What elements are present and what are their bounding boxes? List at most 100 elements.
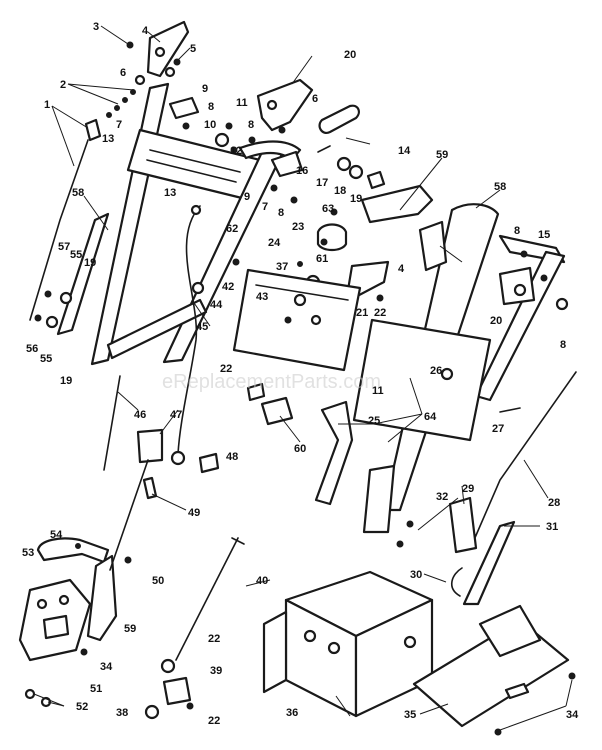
callout-9: 9	[202, 83, 208, 95]
callout-14: 14	[398, 145, 411, 157]
control-plate	[232, 268, 362, 372]
callout-1: 1	[44, 99, 50, 111]
callout-26: 26	[430, 365, 442, 377]
callout-27: 27	[492, 423, 504, 435]
bracket-59	[360, 184, 434, 224]
callout-11: 11	[236, 97, 248, 109]
callout-40: 40	[256, 575, 268, 587]
nut-22	[376, 294, 384, 302]
screw-56	[34, 314, 42, 322]
cable-28	[473, 371, 577, 541]
callout-20: 20	[344, 49, 356, 61]
callout-10: 10	[204, 119, 216, 131]
screw-15	[540, 274, 548, 282]
bracket-4b	[418, 220, 448, 272]
callout-16: 16	[296, 165, 308, 177]
screw-50	[124, 556, 132, 564]
screw-6c	[278, 126, 286, 134]
callout-36: 36	[286, 707, 298, 719]
left-handle-side-bar	[56, 212, 110, 336]
pulley-23	[316, 223, 348, 252]
screw-32b	[396, 540, 404, 548]
nut-44	[191, 281, 205, 295]
lever-bracket-20	[256, 78, 314, 132]
callout-51: 51	[90, 683, 102, 695]
callout-57: 57	[58, 241, 70, 253]
lower-left-assembly	[18, 459, 158, 708]
callout-59: 59	[124, 623, 136, 635]
callout-64: 64	[424, 411, 437, 423]
callout-58: 58	[72, 187, 84, 199]
callout-22: 22	[208, 633, 220, 645]
screw-63	[330, 208, 338, 216]
housing-flange	[262, 610, 288, 694]
callout-62: 62	[226, 223, 238, 235]
nut-22d	[186, 702, 194, 710]
connector-13b	[190, 204, 202, 216]
control-cable-1	[29, 139, 89, 321]
bushing-8e	[555, 297, 569, 311]
nut-8c	[290, 196, 298, 204]
callout-58: 58	[494, 181, 506, 193]
right-handle-assembly	[314, 203, 569, 534]
nut-8	[182, 122, 190, 130]
tread-29	[448, 496, 478, 554]
washer-6b	[134, 74, 146, 86]
callout-20: 20	[490, 315, 502, 327]
callout-56: 56	[26, 343, 38, 355]
callout-6: 6	[312, 93, 318, 105]
washer-55b	[45, 315, 59, 329]
lower-cross-bar	[106, 298, 208, 360]
callout-18: 18	[334, 185, 346, 197]
callout-35: 35	[404, 709, 416, 721]
callout-4: 4	[142, 25, 149, 37]
nut-26	[440, 367, 454, 381]
bracket-47	[136, 428, 164, 464]
coupling-39	[162, 676, 192, 706]
callout-8: 8	[278, 207, 284, 219]
nut-22c	[160, 658, 176, 674]
callout-28: 28	[548, 497, 560, 509]
bolt-48	[198, 452, 220, 474]
callout-47: 47	[170, 409, 182, 421]
bushing-38	[144, 704, 160, 720]
callout-45: 45	[196, 321, 208, 333]
top-left-hardware	[29, 20, 256, 321]
screw-54	[75, 543, 81, 549]
callout-15: 15	[538, 229, 550, 241]
cam-9b	[270, 150, 304, 178]
handle-53	[36, 537, 110, 564]
callout-34: 34	[100, 661, 113, 673]
leader-lines	[33, 25, 573, 731]
lower-right-leg	[362, 464, 396, 534]
callout-34: 34	[566, 709, 579, 721]
screw-3	[126, 41, 134, 49]
callout-7: 7	[116, 119, 122, 131]
callout-13: 13	[102, 133, 114, 145]
callout-55: 55	[40, 353, 52, 365]
callout-44: 44	[210, 299, 223, 311]
screw-34c	[494, 728, 502, 736]
right-handle-side	[474, 250, 566, 402]
screw-7b	[270, 184, 278, 192]
callout-12: 12	[230, 145, 242, 157]
callout-19: 19	[60, 375, 72, 387]
grip-14	[318, 104, 360, 134]
callout-32: 32	[436, 491, 448, 503]
screw-34	[80, 648, 88, 656]
callout-52: 52	[76, 701, 88, 713]
tray-plate	[412, 618, 570, 728]
callout-5: 5	[190, 43, 196, 55]
callout-59: 59	[436, 149, 448, 161]
callout-63: 63	[322, 203, 334, 215]
nut-8b	[248, 136, 256, 144]
tray-back	[478, 604, 542, 658]
callout-38: 38	[116, 707, 128, 719]
callout-60: 60	[294, 443, 306, 455]
callout-49: 49	[188, 507, 200, 519]
rod-49	[109, 459, 149, 571]
bushing-17	[336, 156, 352, 172]
rod-40	[175, 537, 239, 661]
callout-17: 17	[316, 177, 328, 189]
